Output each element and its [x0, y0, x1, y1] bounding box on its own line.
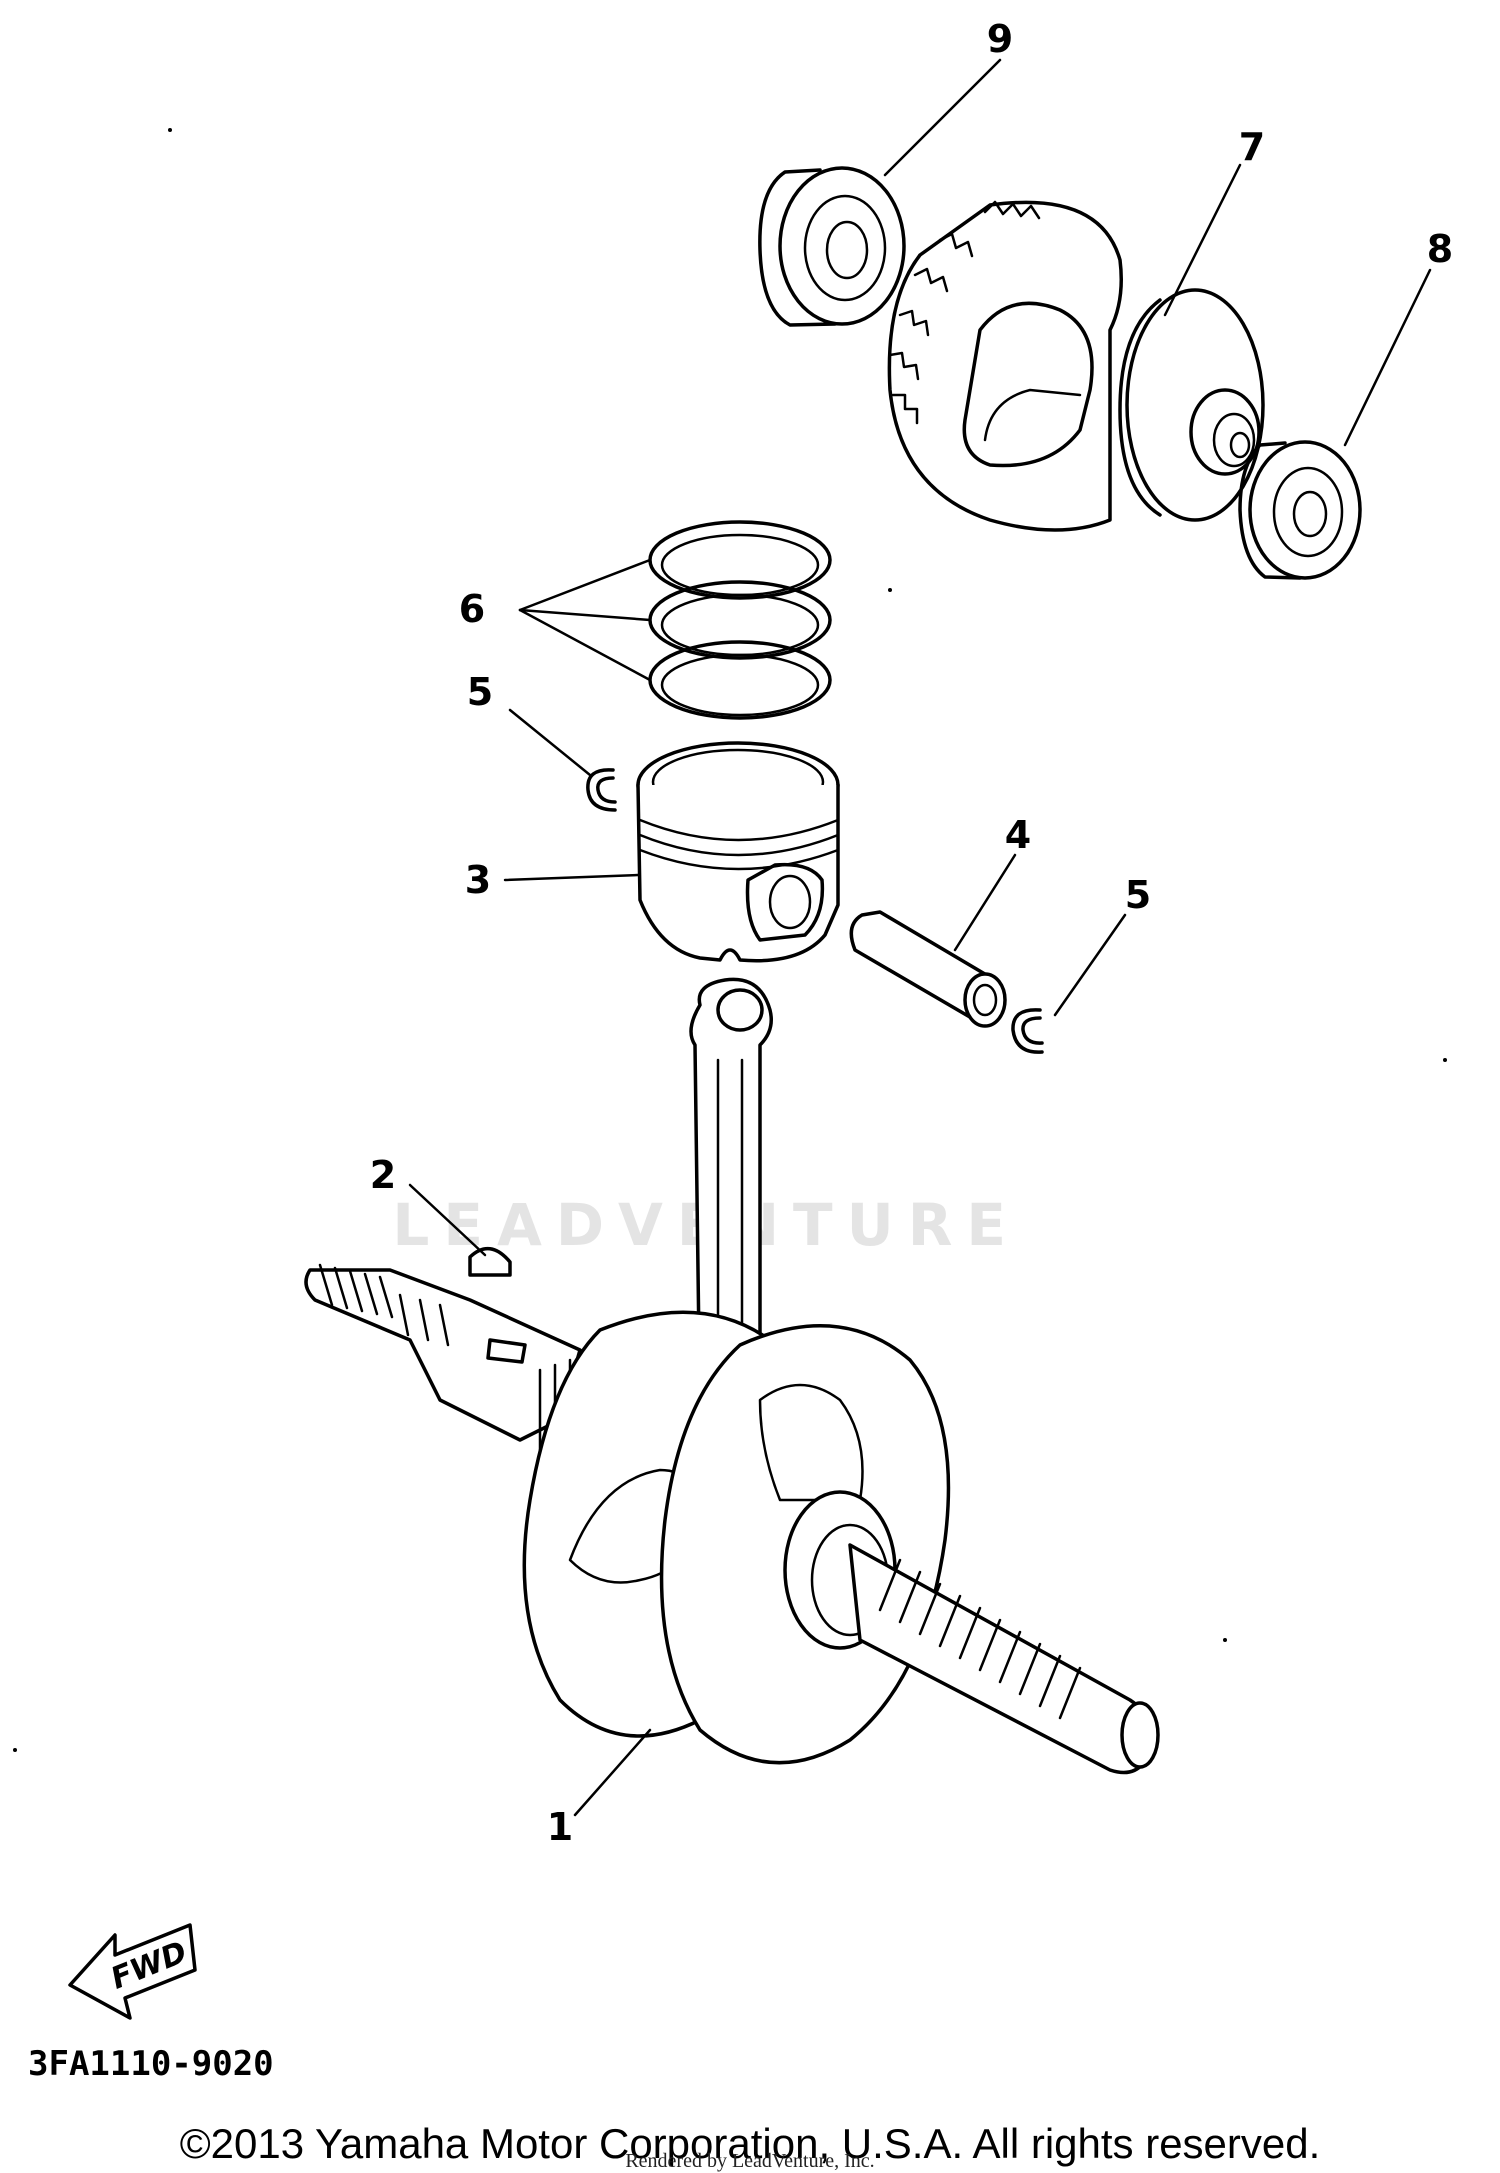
callout-5-right: 5 — [1125, 873, 1151, 917]
bearing-part-8[interactable] — [1238, 440, 1362, 580]
callout-3: 3 — [465, 858, 491, 902]
scan-specks — [13, 128, 1447, 1752]
piston-pin-part-4[interactable] — [849, 910, 1007, 1028]
balancer-shaft-part-7[interactable] — [887, 200, 1265, 532]
part-code: 3FA1110-9020 — [28, 2044, 274, 2084]
circlip-part-5-right[interactable] — [1011, 1008, 1044, 1054]
callout-5-left: 5 — [467, 670, 493, 714]
circlip-part-5-left[interactable] — [586, 768, 617, 812]
fwd-arrow-icon: FWD — [68, 1923, 197, 2020]
copyright-text: ©2013 Yamaha Motor Corporation, U.S.A. A… — [179, 2120, 1321, 2167]
callout-8: 8 — [1427, 227, 1453, 271]
callout-1: 1 — [547, 1805, 573, 1849]
woodruff-key-part-2[interactable] — [468, 1247, 512, 1277]
callout-9: 9 — [987, 17, 1013, 61]
callout-2: 2 — [370, 1153, 396, 1197]
leader-lines — [408, 58, 1432, 1817]
crankshaft-part-1[interactable] — [304, 977, 1160, 1775]
callout-4: 4 — [1005, 813, 1031, 857]
callouts: 9 7 8 6 5 3 4 5 2 1 — [370, 17, 1453, 1849]
callout-6: 6 — [459, 587, 485, 631]
bearing-part-9[interactable] — [758, 166, 906, 327]
piston-rings-part-6[interactable] — [648, 520, 832, 720]
piston-part-3[interactable] — [636, 741, 840, 963]
rendered-by-text: Rendered by LeadVenture, Inc. — [625, 2150, 875, 2172]
callout-7: 7 — [1239, 125, 1265, 169]
